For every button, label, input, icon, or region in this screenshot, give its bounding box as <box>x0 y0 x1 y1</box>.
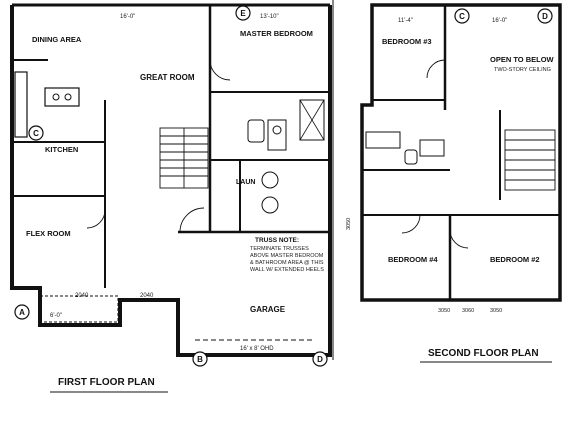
open-to-below-note: TWO-STORY CEILING <box>494 67 551 73</box>
dimension-label: 11'-4" <box>398 18 413 24</box>
room-label-flex: FLEX ROOM <box>26 229 71 238</box>
second-floor-plan: BEDROOM #3 OPEN TO BELOW TWO-STORY CEILI… <box>346 3 562 363</box>
room-label-kitchen: KITCHEN <box>45 145 78 154</box>
toilet-icon <box>247 119 265 143</box>
window-size-label: 3050 <box>490 308 502 314</box>
sink-icon <box>52 93 60 101</box>
door-swing-icon <box>426 59 446 79</box>
window-size-label: 3050 <box>438 308 450 314</box>
dimension-label: 6'-0" <box>50 313 62 319</box>
dimension-label: 2040 <box>140 293 154 299</box>
second-floor-outer-wall <box>360 3 562 302</box>
window-size-label: 3060 <box>462 308 474 314</box>
dryer-icon <box>261 196 279 214</box>
truss-note-line: WALL W/ EXTENDED HEELS <box>250 267 324 273</box>
stair-icon <box>159 127 209 189</box>
toilet-icon <box>404 149 418 165</box>
grid-marker-label: A <box>19 308 25 317</box>
grid-marker: B <box>192 351 208 367</box>
truss-note-line: ABOVE MASTER BEDROOM <box>250 253 324 259</box>
kitchen-counter <box>14 71 28 138</box>
washer-icon <box>261 171 279 189</box>
grid-marker: C <box>28 125 44 141</box>
sink-icon <box>272 125 282 135</box>
sink-icon <box>64 93 72 101</box>
dimension-label: 13'-10" <box>260 14 279 20</box>
front-porch <box>39 295 119 323</box>
dimension-label: 16'-0" <box>492 18 507 24</box>
vanity-icon <box>267 119 287 151</box>
grid-marker: C <box>454 8 470 24</box>
door-swing-icon <box>86 209 106 229</box>
grid-marker: A <box>14 304 30 320</box>
grid-marker: E <box>235 5 251 21</box>
grid-marker-label: B <box>197 355 203 364</box>
first-floor-outer-wall <box>10 5 332 357</box>
grid-marker-label: E <box>240 9 246 18</box>
grid-marker-label: C <box>459 12 465 21</box>
dimension-label: 16'-0" <box>120 14 135 20</box>
grid-marker: D <box>537 8 553 24</box>
door-swing-icon <box>449 229 469 249</box>
room-label-open-to-below: OPEN TO BELOW <box>490 55 555 64</box>
bathtub-icon <box>365 131 401 149</box>
room-label-master: MASTER BEDROOM <box>240 29 313 38</box>
room-label-great-room: GREAT ROOM <box>140 73 195 82</box>
grid-marker-label: C <box>33 129 39 138</box>
room-label-bedroom-4: BEDROOM #4 <box>388 255 438 264</box>
room-label-dining: DINING AREA <box>32 35 82 44</box>
grid-marker-label: D <box>317 355 323 364</box>
door-swing-icon <box>209 59 231 81</box>
room-label-garage: GARAGE <box>250 305 286 314</box>
truss-note: TRUSS NOTE: TERMINATE TRUSSES ABOVE MAST… <box>250 237 324 273</box>
truss-note-line: TRUSS NOTE: <box>255 237 299 244</box>
window-size-label: 3050 <box>346 218 352 230</box>
door-swing-icon <box>401 214 421 234</box>
truss-note-line: TERMINATE TRUSSES <box>250 246 309 252</box>
second-floor-title: SECOND FLOOR PLAN <box>428 348 539 359</box>
dimension-label: 16' x 8' OHD <box>240 346 274 352</box>
kitchen-island <box>44 87 80 107</box>
room-label-bedroom-2: BEDROOM #2 <box>490 255 540 264</box>
room-label-laundry: LAUN <box>236 179 255 186</box>
shower-icon <box>299 99 325 141</box>
door-swing-icon <box>179 207 205 233</box>
room-label-bedroom-3: BEDROOM #3 <box>382 37 432 46</box>
vanity-icon <box>419 139 445 157</box>
first-floor-title: FIRST FLOOR PLAN <box>58 377 155 388</box>
dimension-label: 2040 <box>75 293 89 299</box>
grid-marker-label: D <box>542 12 548 21</box>
truss-note-line: & BATHROOM AREA @ THIS <box>250 260 324 266</box>
grid-marker: D <box>312 351 328 367</box>
first-floor-plan: DINING AREA GREAT ROOM KITCHEN FLEX ROOM… <box>10 3 332 393</box>
shower-icon <box>299 99 325 141</box>
stair-icon <box>504 129 556 191</box>
